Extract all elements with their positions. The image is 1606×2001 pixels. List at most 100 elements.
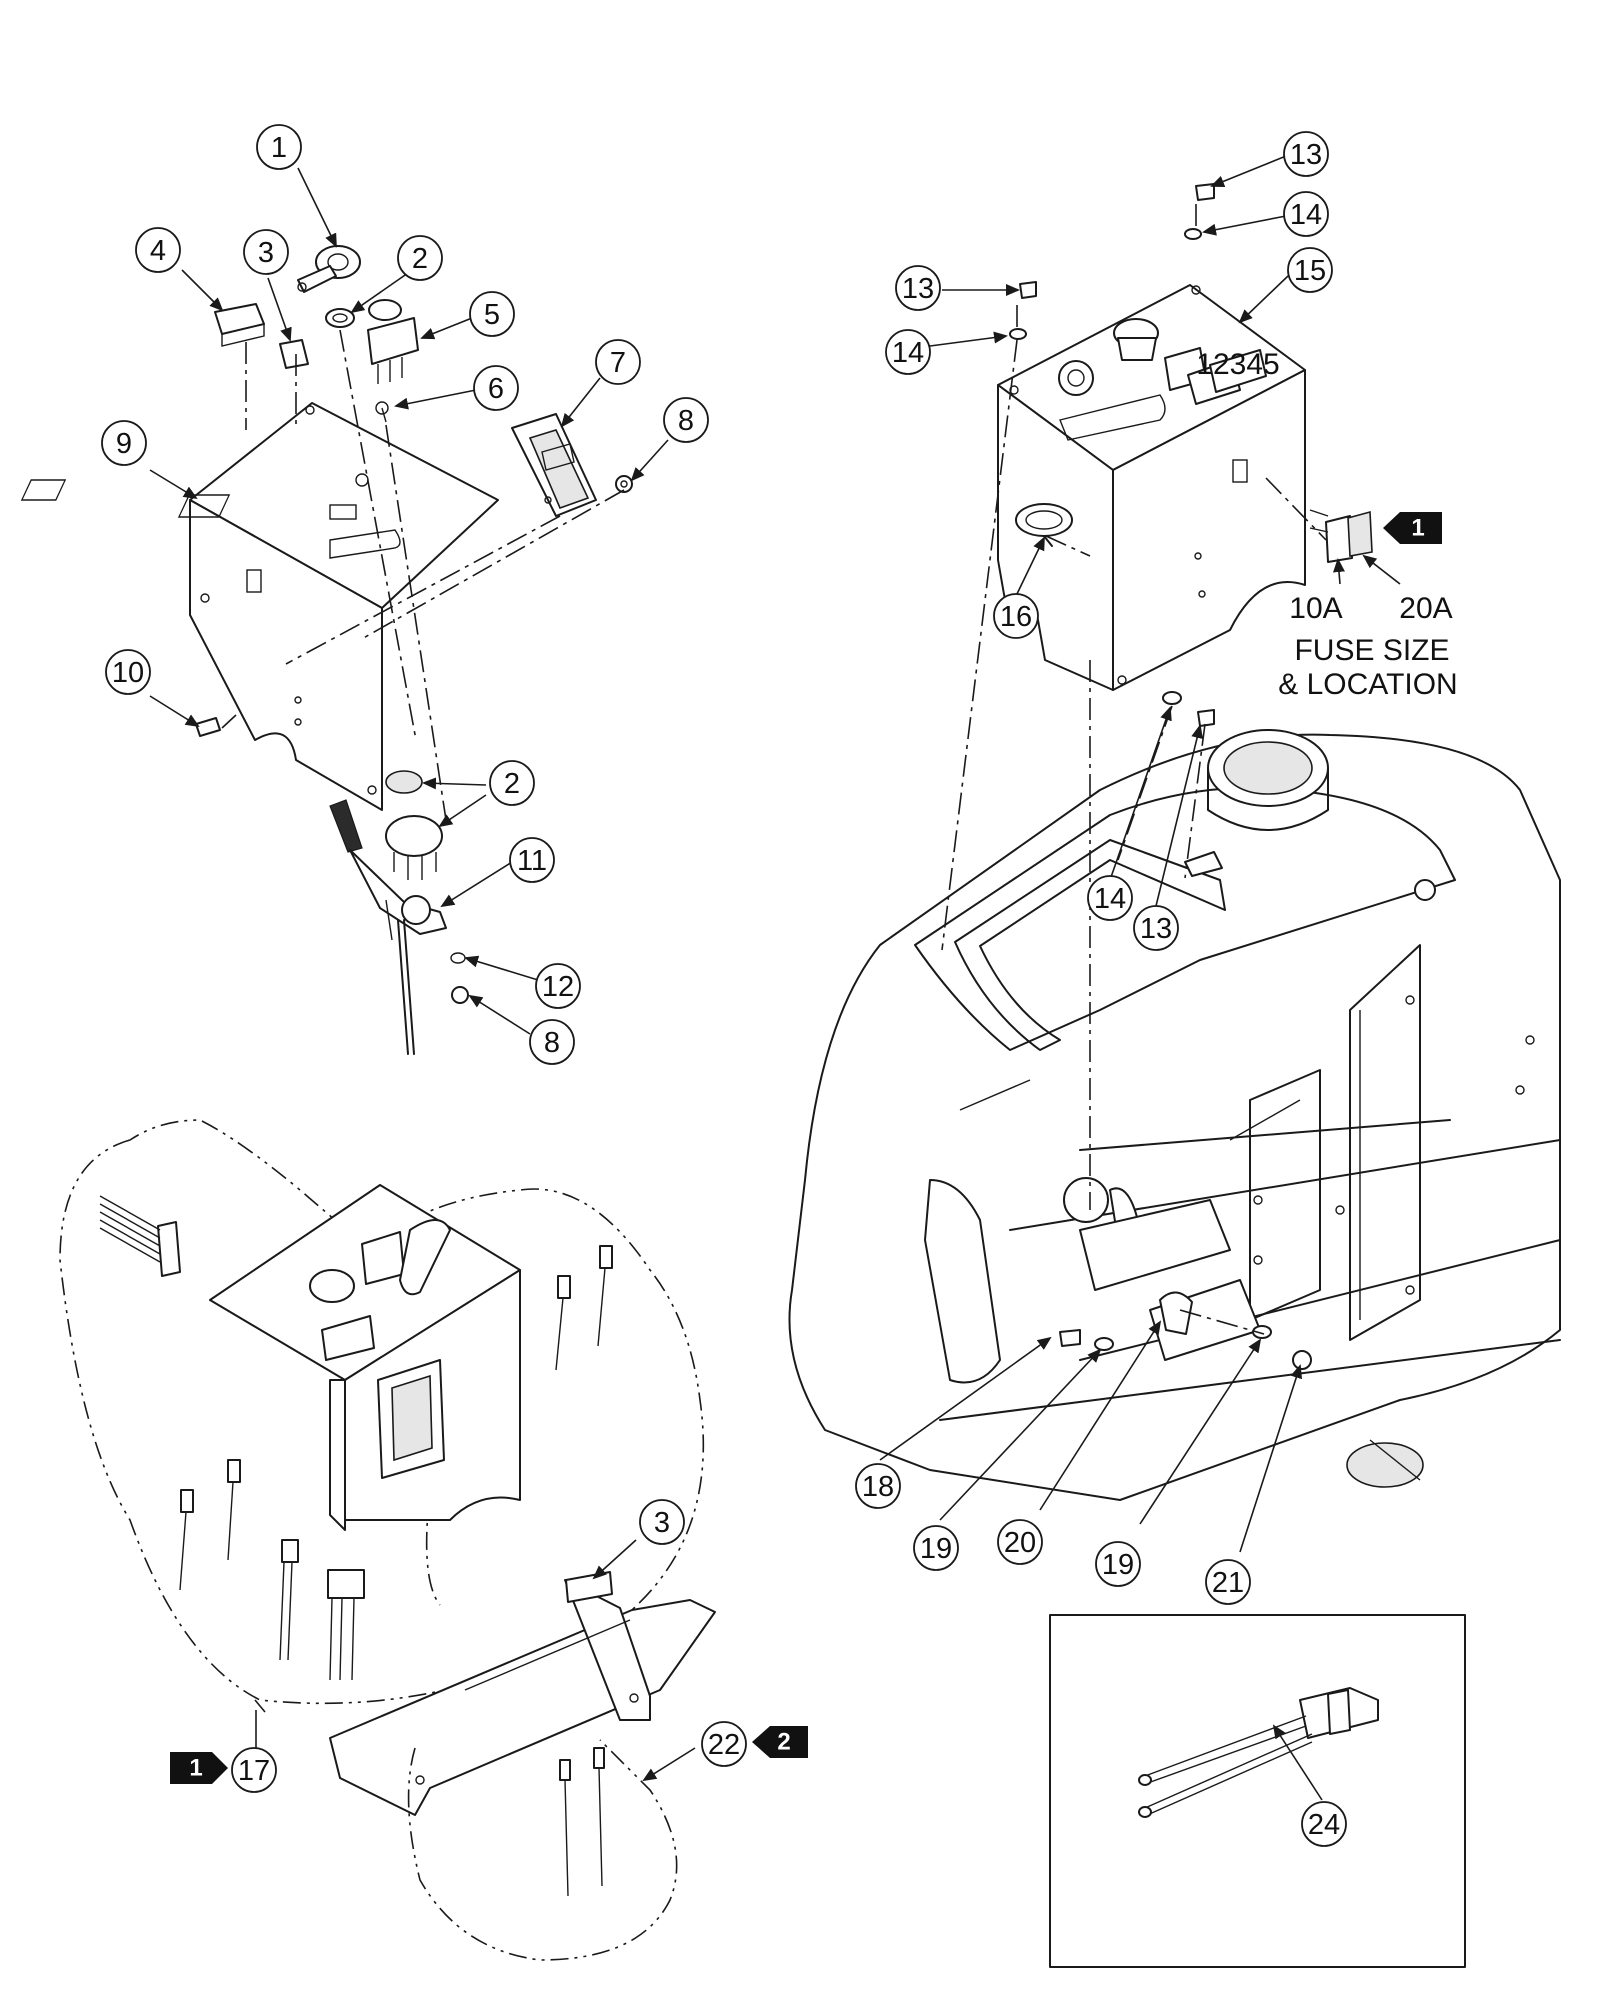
callout-3: 4 <box>135 227 181 273</box>
callout-circle <box>997 1519 1043 1565</box>
fuse-tag-label: 1 <box>1411 515 1424 542</box>
callout-circle <box>701 1721 747 1767</box>
callout-circle <box>855 1463 901 1509</box>
callout-label: 2 <box>412 243 428 275</box>
callout-circle <box>1205 1559 1251 1605</box>
callout-20: 14 <box>1087 875 1133 921</box>
fuse-pair <box>1309 509 1373 563</box>
callout-label: 22 <box>708 1729 740 1761</box>
bolt <box>195 717 221 737</box>
control-panel-exploded-view <box>20 245 633 1055</box>
callout-26: 21 <box>1205 1559 1251 1605</box>
callout-circle <box>397 235 443 281</box>
callout-label: 8 <box>678 405 694 437</box>
fuel-tank <box>788 729 1561 1501</box>
callout-label: 11 <box>517 845 547 877</box>
callout-circle <box>509 837 555 883</box>
panel-bracket <box>20 402 499 811</box>
callout-30: 24 <box>1301 1801 1347 1847</box>
callout-14: 13 <box>1283 131 1329 177</box>
callout-2: 3 <box>243 229 289 275</box>
callout-19: 16 <box>993 593 1039 639</box>
callout-circle <box>885 329 931 375</box>
wire-bundle <box>99 1195 181 1277</box>
callout-label: 13 <box>1140 913 1172 945</box>
callout-11: 11 <box>509 837 555 883</box>
callout-label: 7 <box>610 347 626 379</box>
fuse-left-amp: 10A <box>1289 592 1342 625</box>
callout-0: 1 <box>256 124 302 170</box>
callout-28: 17 <box>231 1747 277 1793</box>
callout-1: 2 <box>397 235 443 281</box>
callout-label: 21 <box>1212 1567 1244 1599</box>
callout-circle <box>535 963 581 1009</box>
callout-24: 20 <box>997 1519 1043 1565</box>
ignition-switch <box>297 245 361 293</box>
lock-nut <box>325 308 355 328</box>
callout-9: 10 <box>105 649 151 695</box>
callout-circle <box>469 291 515 337</box>
callout-circle <box>473 365 519 411</box>
callout-23: 19 <box>913 1525 959 1571</box>
callout-circle <box>105 649 151 695</box>
callout-label: 2 <box>504 768 520 800</box>
callout-circle <box>1133 905 1179 951</box>
callout-label: 4 <box>150 235 166 267</box>
callout-circle <box>1087 875 1133 921</box>
console-tank-assembly: 12345 <box>788 183 1561 1501</box>
fuse-note-line1: FUSE SIZE <box>1294 634 1449 667</box>
callout-leaders <box>149 155 1401 1801</box>
hour-meter <box>214 303 265 347</box>
throttle-lever <box>329 799 447 1055</box>
callout-label: 8 <box>544 1027 560 1059</box>
callout-label: 1 <box>271 132 287 164</box>
callout-label: 24 <box>1308 1809 1340 1841</box>
callout-label: 17 <box>238 1755 270 1787</box>
small-bolts <box>1009 183 1312 1370</box>
harness-detail-view <box>59 1119 716 1961</box>
callout-label: 15 <box>1294 255 1326 287</box>
callout-circle <box>1287 247 1333 293</box>
callout-label: 13 <box>1290 139 1322 171</box>
callout-label: 10 <box>112 657 144 689</box>
rocker-switch <box>367 317 419 384</box>
fuse-holder <box>279 339 309 369</box>
callout-circle <box>1095 1541 1141 1587</box>
callout-circle <box>135 227 181 273</box>
callout-4: 5 <box>469 291 515 337</box>
callout-circle <box>913 1525 959 1571</box>
cover-housing <box>511 413 597 517</box>
callout-27: 3 <box>639 1499 685 1545</box>
callout-label: 5 <box>484 299 500 331</box>
callout-circle <box>639 1499 685 1545</box>
callout-label: 19 <box>1102 1549 1134 1581</box>
fuse-note-line2: & LOCATION <box>1278 668 1457 701</box>
callout-7: 8 <box>663 397 709 443</box>
callout-label: 19 <box>920 1533 952 1565</box>
callout-22: 18 <box>855 1463 901 1509</box>
callout-circle <box>489 760 535 806</box>
flat-washer <box>450 952 466 964</box>
callout-circle <box>101 420 147 466</box>
console-box: 12345 <box>997 284 1306 691</box>
pto-switch <box>385 815 443 880</box>
callout-label: 13 <box>902 273 934 305</box>
callout-circle <box>243 229 289 275</box>
cover-tag-label: 2 <box>777 1729 790 1756</box>
callout-label: 16 <box>1000 601 1032 633</box>
callout-circle <box>1283 131 1329 177</box>
fuse-right-amp: 20A <box>1399 592 1452 625</box>
harness-cover <box>329 1571 716 1816</box>
callout-circle <box>663 397 709 443</box>
callout-25: 19 <box>1095 1541 1141 1587</box>
terminal-pins <box>179 1245 613 1897</box>
callout-circle <box>529 1019 575 1065</box>
fuse-tag: 1 <box>1383 512 1442 544</box>
callout-circle <box>256 124 302 170</box>
harness-tag: 1 <box>170 1752 228 1784</box>
callout-29: 22 <box>701 1721 747 1767</box>
inset-harness-box <box>1049 1614 1466 1968</box>
mini-bracket <box>209 1184 521 1531</box>
lower-nut <box>451 986 469 1004</box>
